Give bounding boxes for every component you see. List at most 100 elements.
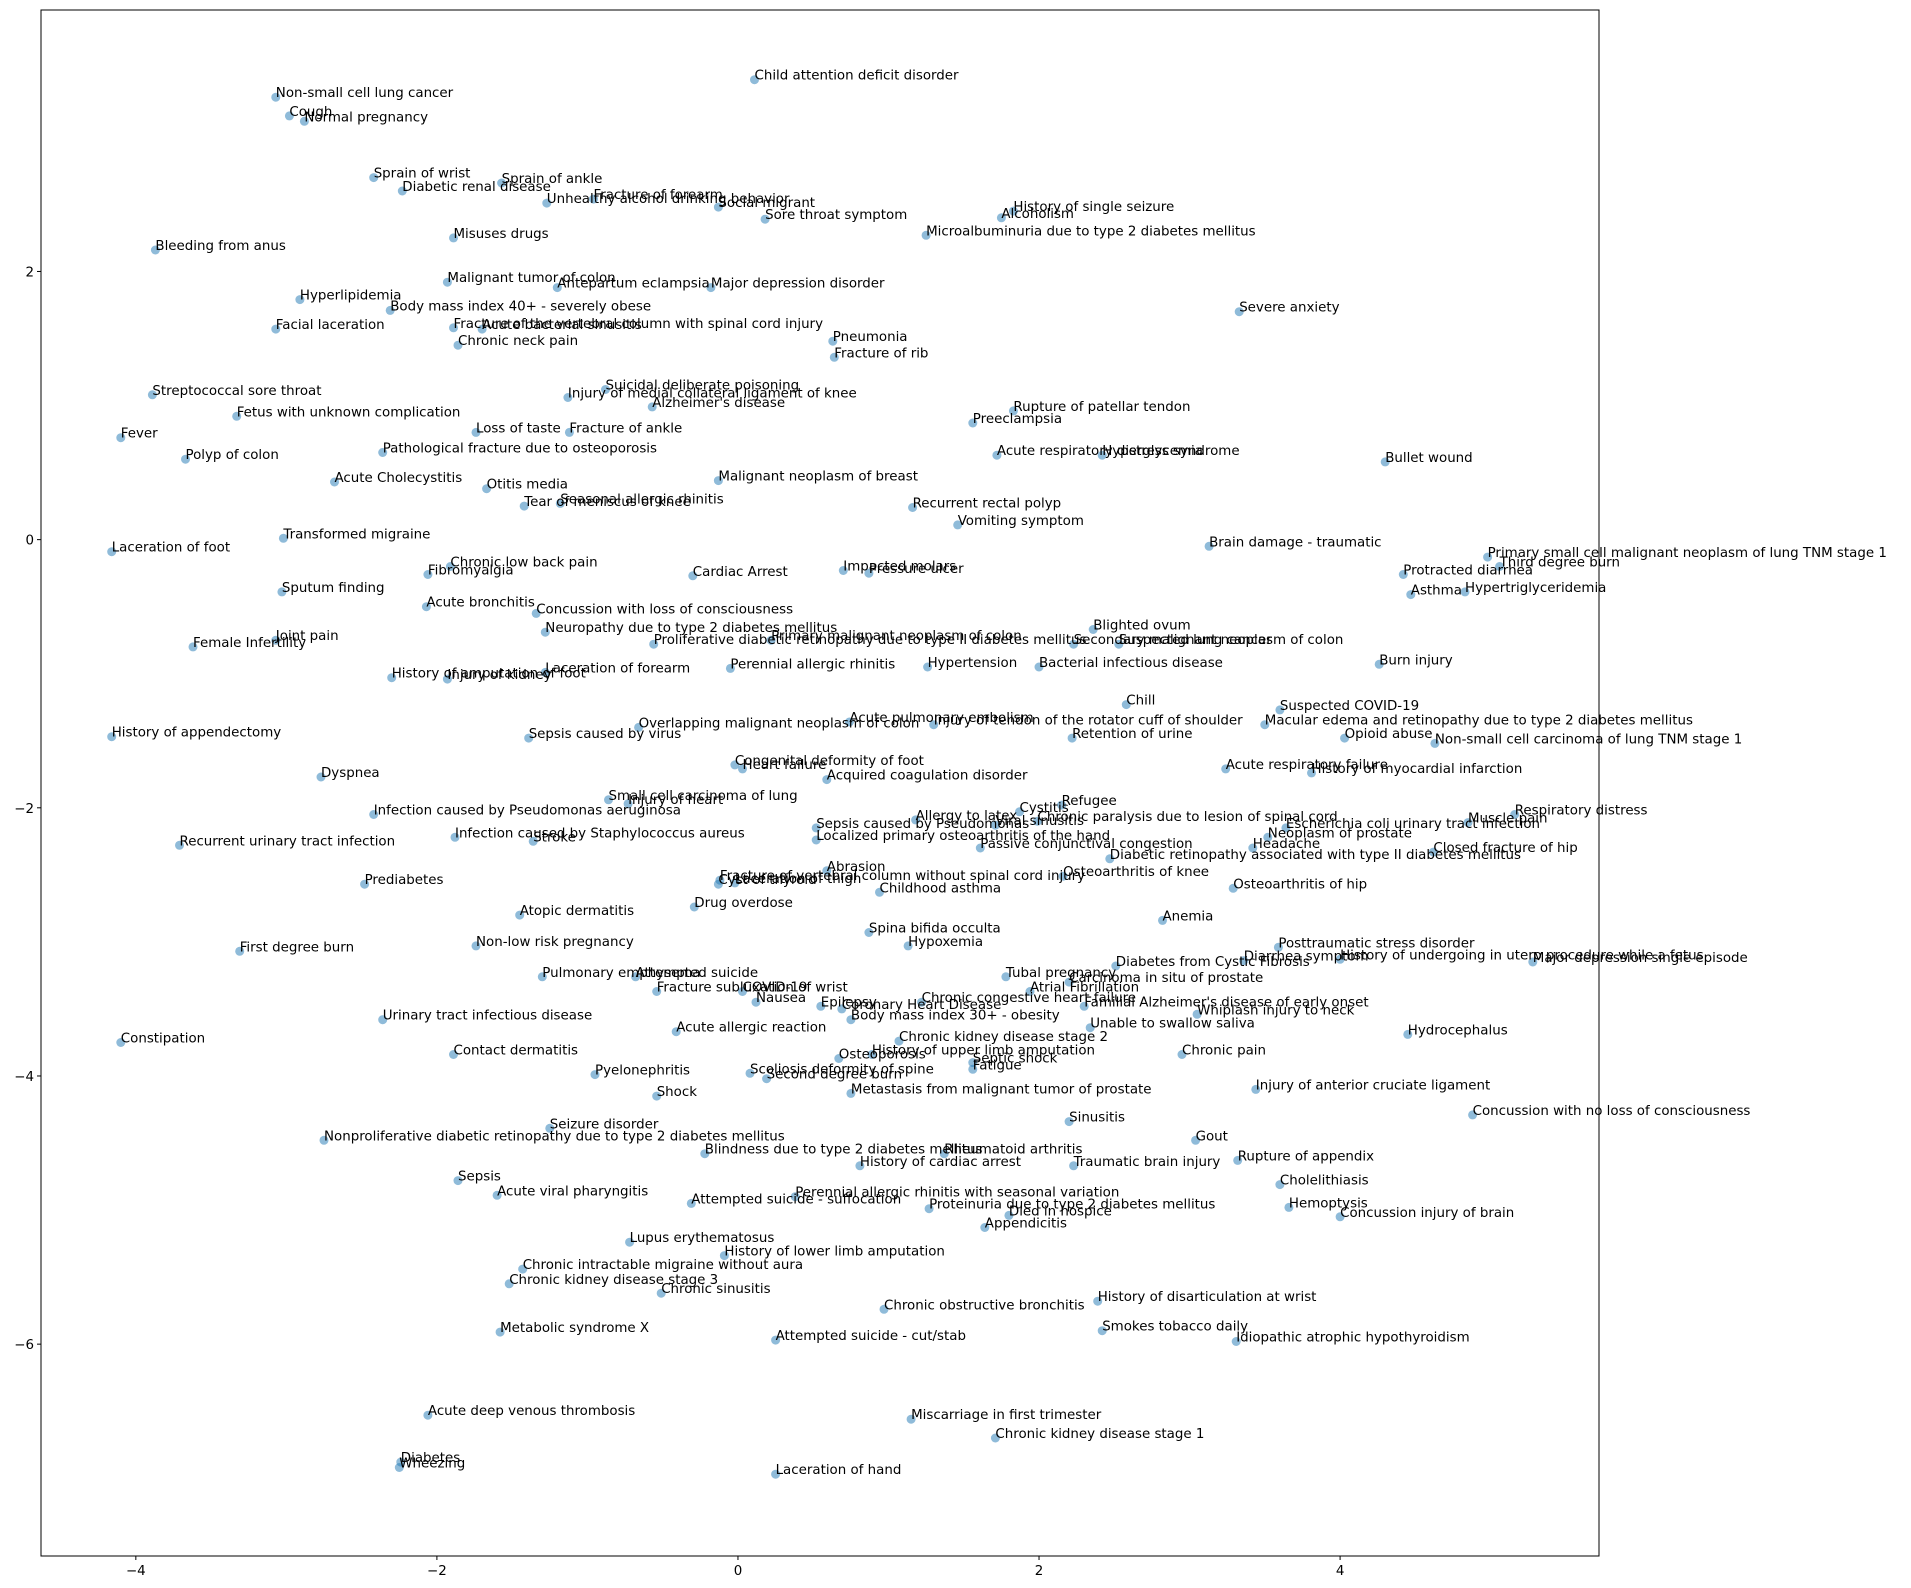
data-point <box>555 498 565 508</box>
point-label: Rupture of appendix <box>1238 1149 1374 1164</box>
point-label: History of single seizure <box>1013 200 1174 215</box>
point-label: Malignant tumor of colon <box>447 271 615 286</box>
data-point <box>1468 1110 1478 1120</box>
point-label: Osteoarthritis of knee <box>1063 865 1209 880</box>
point-label: Blighted ovum <box>1093 619 1191 634</box>
point-label: Chronic kidney disease stage 2 <box>899 1030 1108 1045</box>
data-point <box>449 233 458 243</box>
data-point <box>771 1469 781 1479</box>
point-label: Preeclampsia <box>973 412 1062 427</box>
point-label: Injury of kidney <box>447 668 551 683</box>
point-label: Microalbuminuria due to type 2 diabetes … <box>926 224 1256 239</box>
data-point <box>1233 1155 1243 1165</box>
data-point <box>1495 562 1505 571</box>
point-label: Alcoholism <box>1001 207 1074 222</box>
point-label: Epilepsy <box>821 995 877 1010</box>
point-label: Rupture of patellar tendon <box>1013 400 1190 415</box>
data-point <box>829 352 839 362</box>
data-point <box>442 674 452 684</box>
point-label: Idiopathic atrophic hypothyroidism <box>1236 1331 1469 1346</box>
data-point <box>147 390 157 400</box>
y-tick-label: −4 <box>14 1070 34 1085</box>
point-label: Diabetes <box>401 1451 460 1466</box>
data-point <box>278 533 288 543</box>
point-label: Coronary Heart Disease <box>842 998 1002 1013</box>
point-label: Sepsis caused by Pseudomonas <box>816 817 1029 832</box>
data-point <box>1430 738 1440 748</box>
data-point <box>492 1190 502 1200</box>
data-point <box>545 1123 555 1133</box>
data-point <box>181 454 190 464</box>
data-point <box>1158 915 1167 925</box>
data-point <box>1307 768 1316 778</box>
data-point <box>713 476 723 486</box>
data-point <box>844 717 854 727</box>
data-point <box>846 1088 856 1098</box>
data-point <box>875 887 884 897</box>
point-label: Passive conjunctival congestion <box>980 837 1192 852</box>
data-point <box>1406 590 1416 600</box>
data-point <box>924 1204 934 1214</box>
data-point <box>834 1054 844 1063</box>
point-label: Chronic kidney disease stage 1 <box>995 1427 1204 1442</box>
point-label: History of cardiac arrest <box>860 1155 1021 1170</box>
point-label: Recurrent rectal polyp <box>913 497 1062 512</box>
data-point <box>1275 705 1285 715</box>
point-label: Attempted suicide - suffocation <box>691 1192 901 1207</box>
point-label: Diabetic retinopathy associated with typ… <box>1110 848 1521 863</box>
data-point <box>1463 818 1473 828</box>
point-label: Sprain of wrist <box>374 167 471 182</box>
data-point <box>700 1149 710 1159</box>
point-label: Chronic congestive heart failure <box>922 991 1136 1006</box>
data-point <box>540 667 550 677</box>
point-label: Non-low risk pregnancy <box>476 935 634 950</box>
data-point <box>1380 457 1390 467</box>
data-point <box>634 722 644 732</box>
point-label: Headache <box>1253 837 1320 852</box>
data-point <box>923 662 933 672</box>
data-point <box>295 295 305 305</box>
data-point <box>471 941 481 951</box>
point-label: Fracture of forearm <box>594 188 723 203</box>
point-label: Asthma <box>1411 584 1462 599</box>
point-label: Unable to swallow saliva <box>1090 1017 1255 1032</box>
point-label: Hypertriglyceridemia <box>1465 581 1606 596</box>
point-label: Proteinuria due to type 2 diabetes melli… <box>929 1198 1215 1213</box>
point-label: Primary small cell malignant neoplasm of… <box>1488 546 1887 561</box>
point-label: Blindness due to type 2 diabetes mellitu… <box>705 1143 983 1158</box>
points-layer <box>107 75 1538 1479</box>
data-point <box>725 663 735 673</box>
x-tick-label: 0 <box>734 1564 743 1579</box>
data-point <box>908 503 918 512</box>
point-label: Fracture of vertebral column without spi… <box>720 869 1085 884</box>
point-label: Impacted molars <box>843 560 956 575</box>
point-label: Laceration of hand <box>776 1463 902 1478</box>
data-point <box>1097 450 1107 460</box>
data-point <box>1114 639 1124 649</box>
point-label: Congenital deformity of foot <box>735 754 924 769</box>
point-label: Osteoporosis <box>839 1048 926 1063</box>
point-label: Acute bronchitis <box>426 596 534 611</box>
point-label: Spina bifida occulta <box>869 922 1001 937</box>
data-point <box>990 820 1000 830</box>
point-label: Muscle pain <box>1468 812 1548 827</box>
data-point <box>975 843 985 853</box>
data-point <box>1033 816 1042 826</box>
point-label: Metastasis from malignant tumor of prost… <box>851 1082 1152 1097</box>
point-label: Burn injury <box>1379 653 1453 668</box>
point-label: Diabetic renal disease <box>402 180 551 195</box>
point-label: Macular edema and retinopathy due to typ… <box>1265 714 1693 729</box>
point-label: History of myocardial infarction <box>1312 762 1523 777</box>
point-label: Constipation <box>121 1032 205 1047</box>
data-point <box>564 427 574 437</box>
data-point <box>601 385 610 394</box>
point-label: Atrial Fibrillation <box>1030 981 1139 996</box>
data-point <box>423 1410 433 1420</box>
data-point <box>589 194 598 204</box>
point-label: Chronic sinusitis <box>661 1282 770 1297</box>
data-point <box>671 1027 681 1037</box>
data-point <box>453 340 463 350</box>
data-point <box>713 202 723 212</box>
point-label: Refugee <box>1062 794 1117 809</box>
point-label: Cholelithiasis <box>1280 1174 1369 1189</box>
